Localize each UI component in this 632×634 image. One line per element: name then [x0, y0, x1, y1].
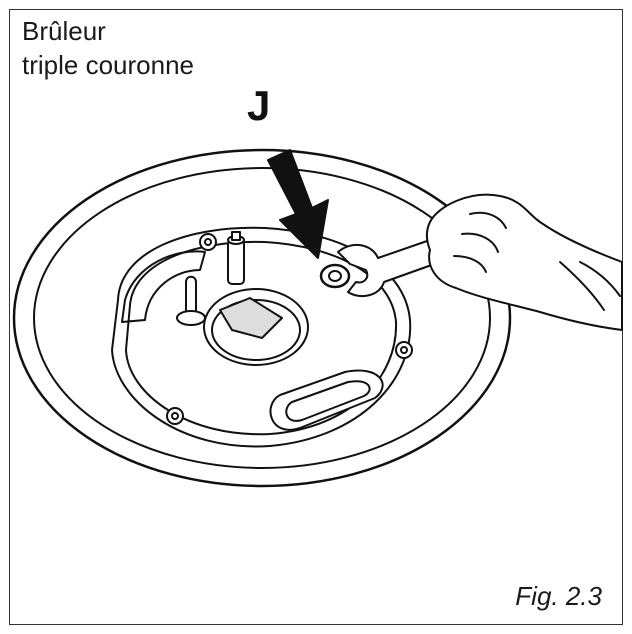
- electrode: [227, 239, 245, 285]
- nut-j: [319, 263, 351, 289]
- thermocouple: [185, 275, 197, 317]
- left-slot: [121, 250, 206, 323]
- wrench: [337, 239, 441, 298]
- title-line-2: triple couronne: [22, 50, 194, 80]
- bottom-right-slot: [269, 369, 384, 431]
- arrow-icon: [267, 149, 329, 259]
- figure-title: Brûleur triple couronne: [22, 14, 194, 82]
- figure-number: Fig. 2.3: [515, 581, 602, 611]
- screw-top: [199, 233, 217, 251]
- screw-bottom: [166, 407, 184, 425]
- glove-hand: [426, 193, 623, 331]
- part-label-j: J: [247, 82, 271, 129]
- screw-right: [395, 341, 413, 359]
- title-line-1: Brûleur: [22, 16, 106, 46]
- hob-inner-ring: [33, 167, 491, 469]
